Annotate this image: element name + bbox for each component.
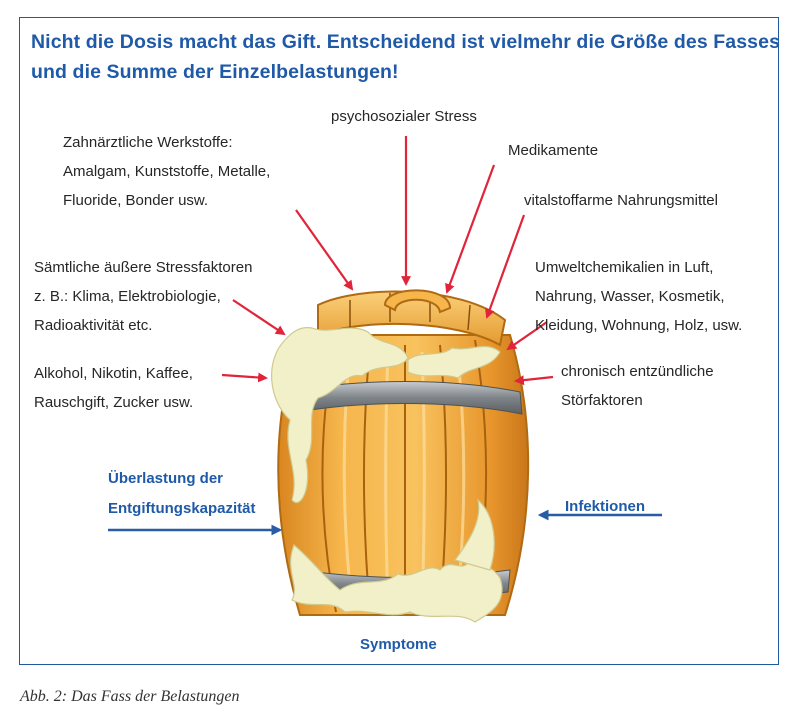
label-zahn-line-1: Zahnärztliche Werkstoffe: — [63, 134, 233, 151]
headline-line-2: und die Summe der Einzelbelastungen! — [31, 61, 399, 83]
overflow-foam — [271, 327, 503, 623]
label-aussere-line-1: Sämtliche äußere Stressfaktoren — [34, 259, 253, 276]
label-aeussere-stressfaktoren: Sämtliche äußere Stressfaktoren z. B.: K… — [34, 253, 252, 340]
red-arrows — [221, 136, 554, 386]
label-chronisch-entzuendliche: chronisch entzündliche Störfaktoren — [561, 357, 714, 415]
label-alkohol-line-2: Rauschgift, Zucker usw. — [34, 394, 194, 411]
barrel-hoop-upper — [285, 381, 523, 415]
figure-caption: Abb. 2: Das Fass der Belastungen — [20, 688, 240, 705]
arrow-aussere — [232, 299, 286, 336]
label-umwelt-line-2: Nahrung, Wasser, Kosmetik, — [535, 288, 725, 305]
label-medikamente: Medikamente — [508, 142, 599, 159]
label-ueberlastung: Überlastung der Entgiftungskapazität — [108, 464, 256, 524]
arrow-medikamente — [445, 164, 496, 294]
label-chronisch-line-2: Störfaktoren — [561, 392, 643, 409]
headline: Nicht die Dosis macht das Gift. Entschei… — [31, 27, 781, 87]
label-ueberlastung-line-1: Überlastung der — [108, 470, 224, 487]
label-vitalstoffarme-nahrungsmittel: vitalstoffarme Nahrungsmittel — [524, 192, 718, 209]
label-zahnaerztliche-werkstoffe: Zahnärztliche Werkstoffe: Amalgam, Kunst… — [63, 128, 270, 215]
arrow-zahn — [295, 209, 354, 291]
barrel-lid — [317, 290, 507, 347]
barrel-lid-handle — [383, 289, 452, 314]
arrow-alkohol — [221, 372, 268, 383]
headline-line-1: Nicht die Dosis macht das Gift. Entschei… — [31, 31, 781, 53]
label-symptome: Symptome — [360, 636, 437, 653]
label-zahn-line-2: Amalgam, Kunststoffe, Metalle, — [63, 163, 271, 180]
label-umwelt-line-3: Kleidung, Wohnung, Holz, usw. — [535, 317, 743, 334]
label-alkohol-line-1: Alkohol, Nikotin, Kaffee, — [34, 365, 193, 382]
label-umweltchemikalien: Umweltchemikalien in Luft, Nahrung, Wass… — [535, 253, 742, 340]
arrow-umwelt — [506, 321, 548, 351]
label-ueberlastung-line-2: Entgiftungskapazität — [108, 500, 256, 517]
arrow-chronisch — [514, 375, 554, 386]
label-infektionen: Infektionen — [565, 498, 646, 515]
arrow-vitalstoff — [485, 214, 526, 319]
label-aussere-line-2: z. B.: Klima, Elektrobiologie, — [34, 288, 221, 305]
blue-arrows — [108, 509, 662, 536]
label-zahn-line-3: Fluoride, Bonder usw. — [63, 192, 209, 209]
label-umwelt-line-1: Umweltchemikalien in Luft, — [535, 259, 714, 276]
label-alkohol-nikotin: Alkohol, Nikotin, Kaffee, Rauschgift, Zu… — [34, 359, 193, 417]
label-chronisch-line-1: chronisch entzündliche — [561, 363, 714, 380]
label-aussere-line-3: Radioaktivität etc. — [34, 317, 153, 334]
label-psychosozialer-stress: psychosozialer Stress — [331, 108, 477, 125]
